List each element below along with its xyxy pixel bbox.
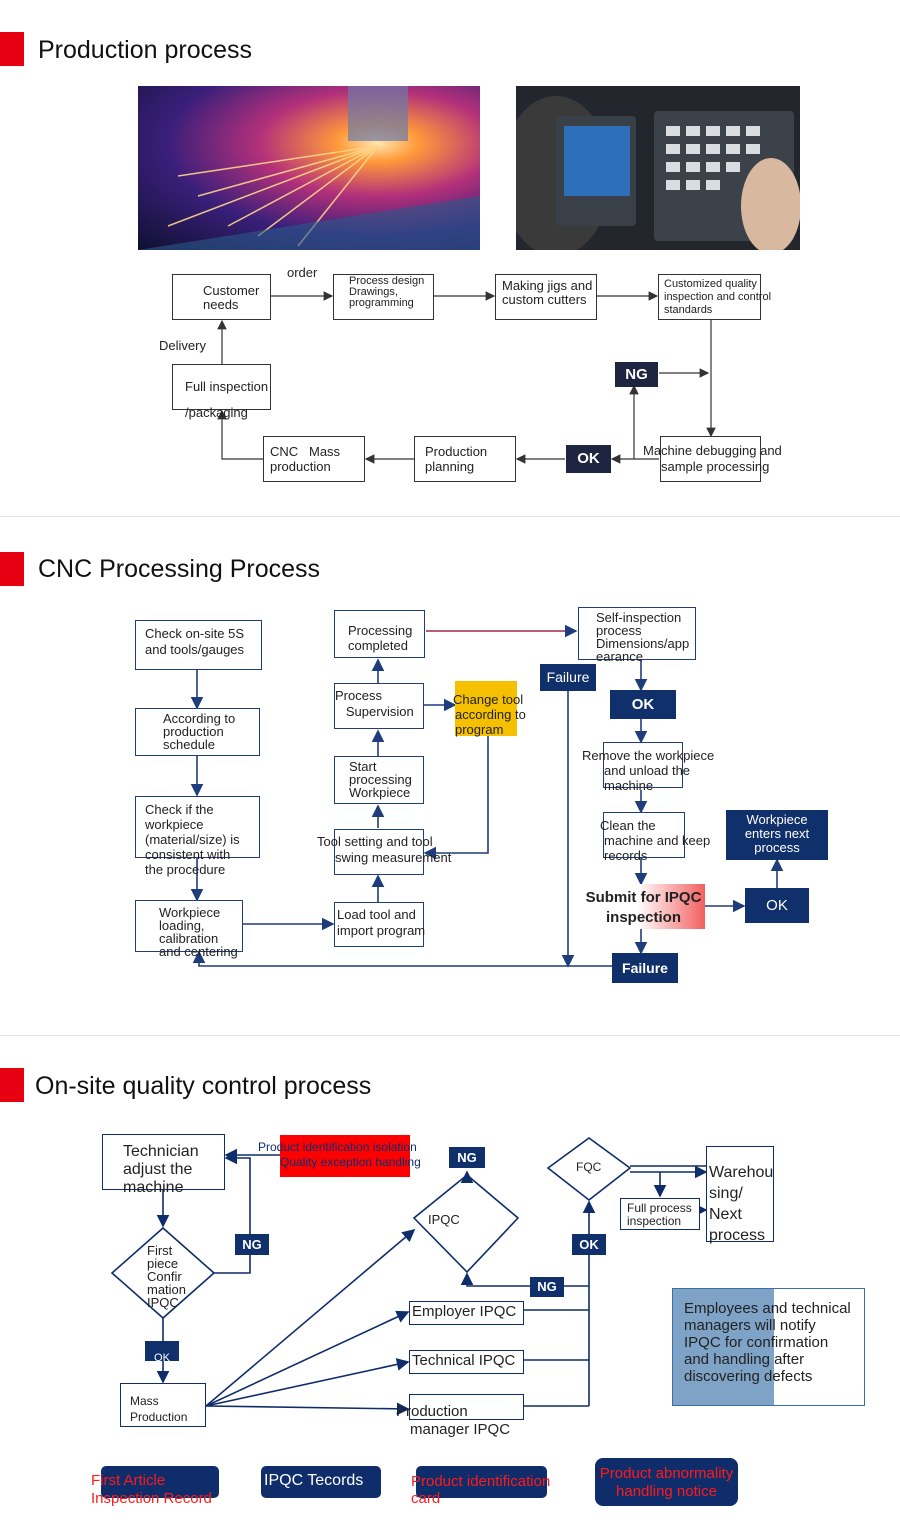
- legend-ipqc-records: IPQC Tecords: [261, 1466, 381, 1498]
- node-process-supervision: Process Supervision: [334, 683, 424, 729]
- node-submit-ipqc: Submit for IPQC inspection: [582, 884, 705, 929]
- ng-badge: NG: [615, 362, 658, 387]
- ok-badge: OK: [572, 1234, 606, 1255]
- cnc-control-panel-photo: [516, 86, 800, 250]
- node-fqc: FQC: [576, 1160, 602, 1174]
- ok-badge: OK: [566, 445, 611, 473]
- ng-badge: NG: [530, 1277, 564, 1297]
- node-warehousing: Warehou sing/ Next process: [706, 1146, 774, 1244]
- section-title: CNC Processing Process: [38, 555, 321, 583]
- ok-badge-right: OK: [745, 888, 809, 923]
- node-mass-production: Mass Production: [120, 1383, 206, 1427]
- node-full-process-inspection: Full process inspection: [620, 1198, 700, 1230]
- node-start-processing: Start processing Workpiece: [334, 756, 424, 804]
- failure-badge-bottom: Failure: [612, 953, 678, 983]
- legend-first-article-label: First Article Inspection Record: [91, 1472, 212, 1507]
- ng-badge: NG: [235, 1234, 269, 1255]
- node-next-process: Workpiece enters next process: [726, 810, 828, 860]
- node-production-schedule: According to production schedule: [135, 708, 260, 756]
- ipqc-diamond: [412, 1173, 520, 1274]
- node-change-tool: Change tool according to program: [453, 681, 526, 737]
- node-self-inspection: Self-inspection process Dimensions/app e…: [578, 607, 696, 663]
- legend-abnormality-notice: Product abnormality handling notice: [595, 1458, 738, 1506]
- sparks-graphic: [138, 86, 480, 250]
- section-marker: [0, 1068, 24, 1102]
- legend-product-identification: Product identification card: [411, 1466, 550, 1507]
- section-marker: [0, 552, 24, 586]
- node-process-design: Process design Drawings, programming: [333, 274, 434, 320]
- section-marker: [0, 32, 24, 66]
- legend-first-article: First Article Inspection Record: [91, 1466, 219, 1507]
- node-full-inspection: Full inspection /packaging: [172, 364, 271, 420]
- legend-ipqc-records-label: IPQC Tecords: [264, 1472, 364, 1489]
- ok-badge-small: OK: [145, 1341, 179, 1361]
- label-order: order: [287, 265, 318, 280]
- node-technician: Technician adjust the machine: [102, 1134, 225, 1196]
- node-check-workpiece: Check if the workpiece (material/size) i…: [135, 796, 260, 877]
- control-panel-graphic: [516, 86, 800, 250]
- node-making-jigs: Making jigs and custom cutters: [495, 274, 597, 320]
- section-title: Production process: [38, 36, 253, 64]
- legend-product-identification-label: Product identification card: [411, 1473, 551, 1507]
- node-defect-note: Employees and technical managers will no…: [672, 1288, 865, 1406]
- node-production-manager-ipqc: Production manager IPQC: [396, 1394, 524, 1438]
- node-ipqc: IPQC: [428, 1212, 460, 1227]
- node-cnc-mass-production: CNC Mass production: [263, 436, 365, 482]
- node-customer-needs: Customer needs: [172, 274, 271, 320]
- node-load-tool: Load tool and import program: [334, 902, 425, 947]
- fqc-diamond: [546, 1137, 632, 1202]
- node-quality-standards: Customized quality inspection and contro…: [658, 274, 771, 320]
- node-technical-ipqc: Technical IPQC: [409, 1350, 524, 1374]
- ok-badge-top: OK: [610, 690, 676, 719]
- node-workpiece-loading: Workpiece loading, calibration and cente…: [135, 900, 243, 958]
- ng-badge: NG: [449, 1147, 485, 1168]
- section-title: On-site quality control process: [35, 1072, 372, 1100]
- failure-badge-top: Failure: [540, 664, 596, 691]
- legend-abnormality-notice-label: Product abnormality handling notice: [599, 1465, 734, 1500]
- node-check-5s: Check on-site 5S and tools/gauges: [135, 620, 262, 670]
- node-isolation: Product identification isolation Quality…: [258, 1135, 421, 1177]
- node-production-planning: Production planning: [414, 436, 516, 482]
- laser-cutting-photo: [138, 86, 480, 250]
- node-employer-ipqc: Employer IPQC: [409, 1301, 524, 1325]
- node-first-piece: First piece Confir mation IPQC: [147, 1243, 187, 1310]
- label-delivery: Delivery: [159, 338, 206, 353]
- node-processing-completed: Processing completed: [334, 610, 425, 658]
- section-divider: [0, 1035, 900, 1036]
- section-divider: [0, 516, 900, 517]
